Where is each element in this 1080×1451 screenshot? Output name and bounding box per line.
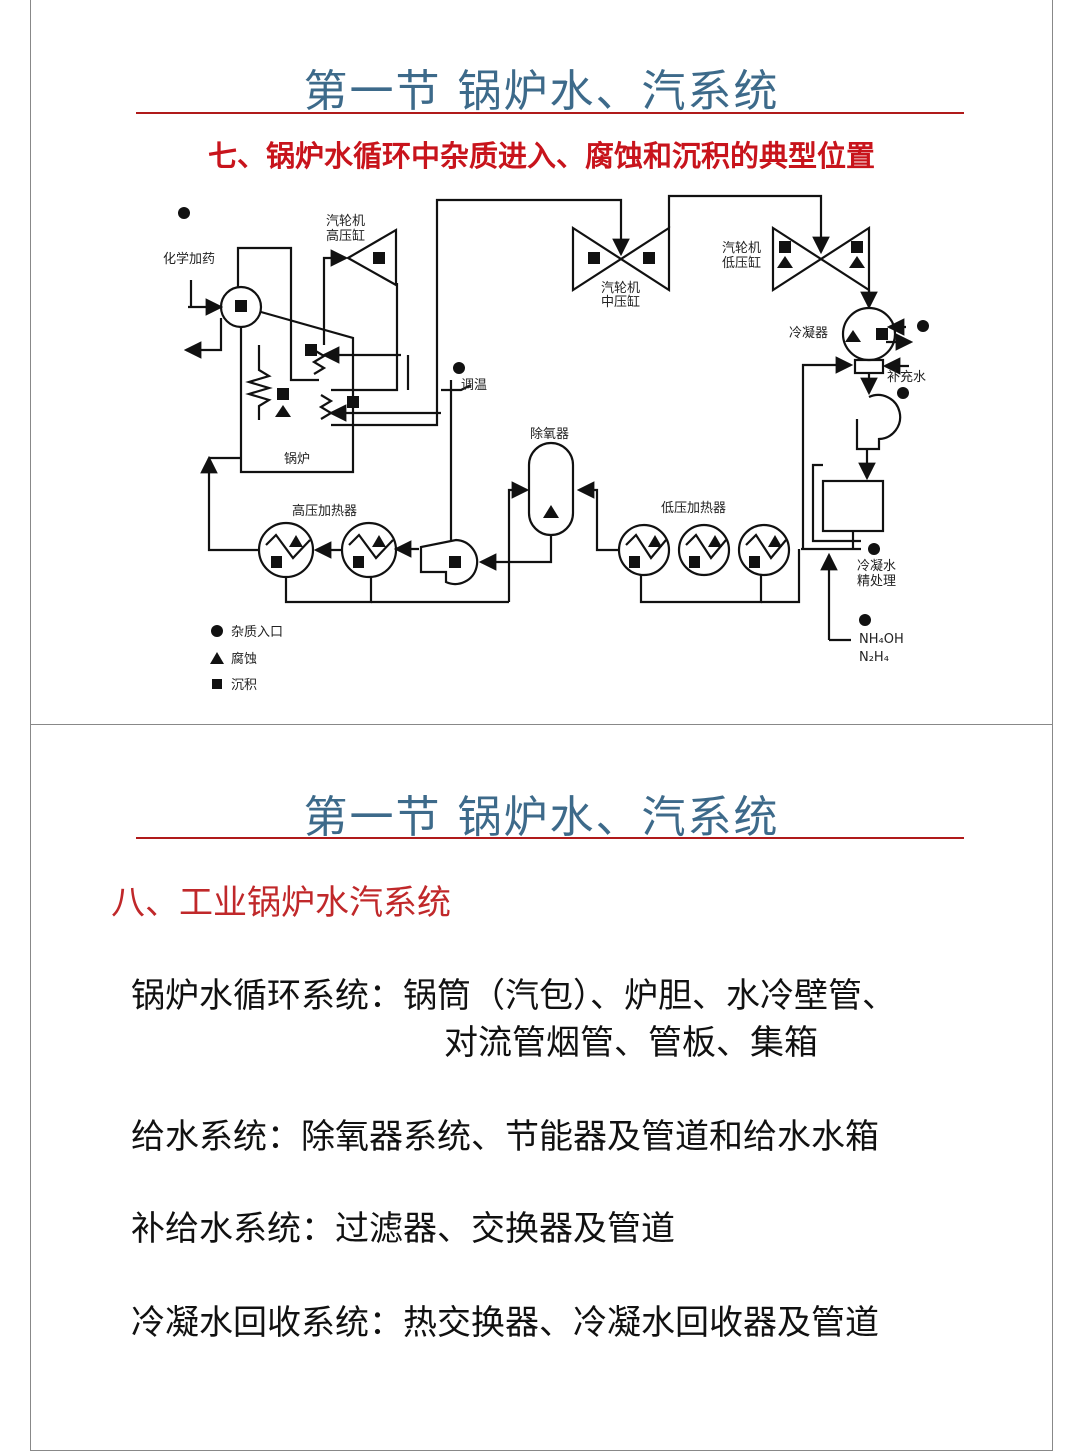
label-deaerator: 除氧器 (530, 427, 569, 442)
label-hp-heater: 高压加热器 (292, 503, 357, 519)
slide-title: 第一节 锅炉水、汽系统 (303, 66, 780, 117)
label-lp-turbine: 汽轮机 (722, 241, 761, 256)
title-divider (136, 837, 964, 839)
label-hp-turbine: 汽轮机 (326, 214, 365, 229)
label-condenser: 冷凝器 (789, 325, 828, 341)
label-polishing: 精处理 (857, 574, 896, 589)
lp-turbine (771, 225, 871, 293)
label-nh4oh: NH₄OH (859, 632, 904, 647)
feed-pump (419, 538, 479, 586)
item-condensate-recovery: 冷凝水回收系统：热交换器、冷凝水回收器及管道 (131, 1303, 879, 1343)
label-hp-turbine-cylinder: 高压缸 (326, 228, 365, 244)
slide-subtitle: 七、锅炉水循环中杂质进入、腐蚀和沉积的典型位置 (207, 139, 875, 173)
title-divider (136, 112, 964, 114)
legend-deposition: 沉积 (231, 678, 257, 693)
label-lp-heater: 低压加热器 (661, 501, 726, 516)
label-makeup-water: 补充水 (887, 369, 926, 385)
section-heading: 八、工业锅炉水汽系统 (111, 883, 451, 923)
label-attemperation: 调温 (461, 378, 487, 393)
legend-corrosion: 腐蚀 (231, 652, 257, 667)
slide-1: 第一节 锅炉水、汽系统 七、锅炉水循环中杂质进入、腐蚀和沉积的典型位置 (30, 0, 1053, 725)
slide-2: 第一节 锅炉水、汽系统 八、工业锅炉水汽系统 锅炉水循环系统：锅筒（汽包）、炉胆… (30, 724, 1053, 1451)
label-lp-turbine-cylinder: 低压缸 (722, 255, 761, 271)
hp-turbine (345, 228, 398, 287)
item-makeup-water: 补给水系统：过滤器、交换器及管道 (131, 1209, 675, 1249)
item-boiler-circulation: 锅炉水循环系统：锅筒（汽包）、炉胆、水冷壁管、 (131, 976, 896, 1016)
label-condensate: 冷凝水 (857, 558, 896, 574)
item-feedwater: 给水系统：除氧器系统、节能器及管道和给水水箱 (131, 1117, 879, 1157)
label-ip-turbine-cylinder: 中压缸 (601, 294, 640, 310)
label-ip-turbine: 汽轮机 (601, 281, 640, 296)
item-boiler-circulation-cont: 对流管烟管、管板、集箱 (444, 1023, 818, 1063)
deaerator (527, 441, 575, 537)
slide-title: 第一节 锅炉水、汽系统 (303, 792, 780, 843)
label-n2h4: N₂H₄ (859, 650, 889, 665)
condensate-polisher (821, 479, 885, 533)
label-boiler: 锅炉 (284, 451, 310, 467)
water-steam-cycle-diagram: 化学加药 汽轮机 高压缸 汽轮机 中压缸 汽轮机 低压缸 冷凝器 补充水 调温 … (163, 194, 929, 693)
condensate-pump (855, 393, 902, 451)
label-chemical-dosing: 化学加药 (163, 251, 215, 267)
legend-impurity-entry: 杂质入口 (231, 625, 283, 640)
